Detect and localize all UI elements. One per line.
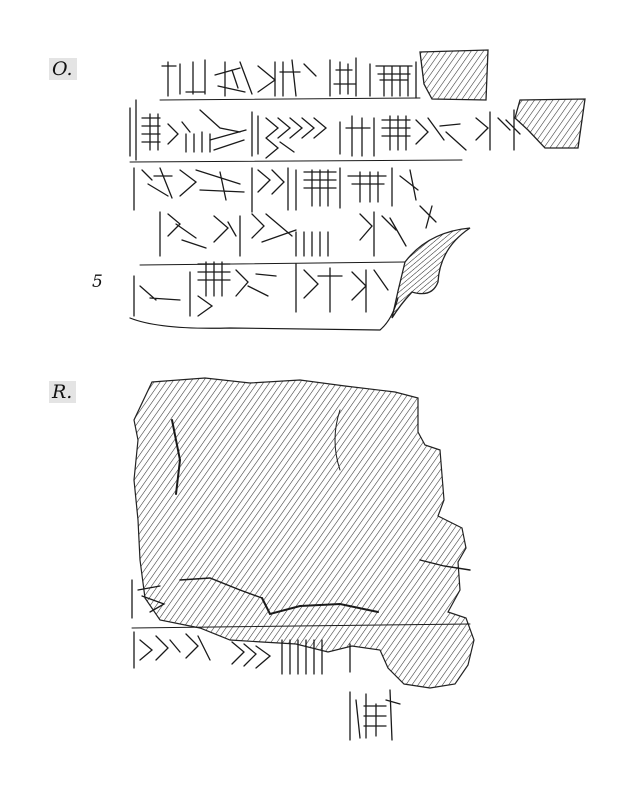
cuneiform-line-3	[133, 167, 419, 213]
cuneiform-line-4	[159, 205, 437, 257]
crack-3	[179, 577, 263, 599]
reverse-broken-surface	[133, 377, 475, 689]
cuneiform-line-1	[161, 57, 417, 99]
obverse-break-top	[419, 49, 489, 101]
cuneiform-line-5	[133, 261, 389, 317]
obverse-break-right	[514, 98, 586, 149]
crack-4	[419, 559, 471, 571]
cuneiform-line-2	[129, 99, 521, 161]
crack-1	[171, 419, 182, 495]
reverse-label: R.	[49, 381, 77, 403]
crack-5	[334, 409, 341, 471]
crack-2	[261, 597, 379, 616]
obverse-face	[129, 49, 586, 331]
reverse-face	[131, 377, 475, 741]
reverse-line-signs	[131, 579, 471, 675]
line-number-5: 5	[92, 272, 103, 292]
tablet-bottom-edge	[129, 297, 399, 331]
ruling-2	[129, 159, 463, 163]
obverse-label: O.	[49, 58, 77, 80]
ruling-1	[159, 97, 421, 101]
reverse-isolated-sign	[349, 689, 401, 741]
ruling-3	[139, 261, 406, 266]
obverse-break-edge	[391, 227, 471, 319]
